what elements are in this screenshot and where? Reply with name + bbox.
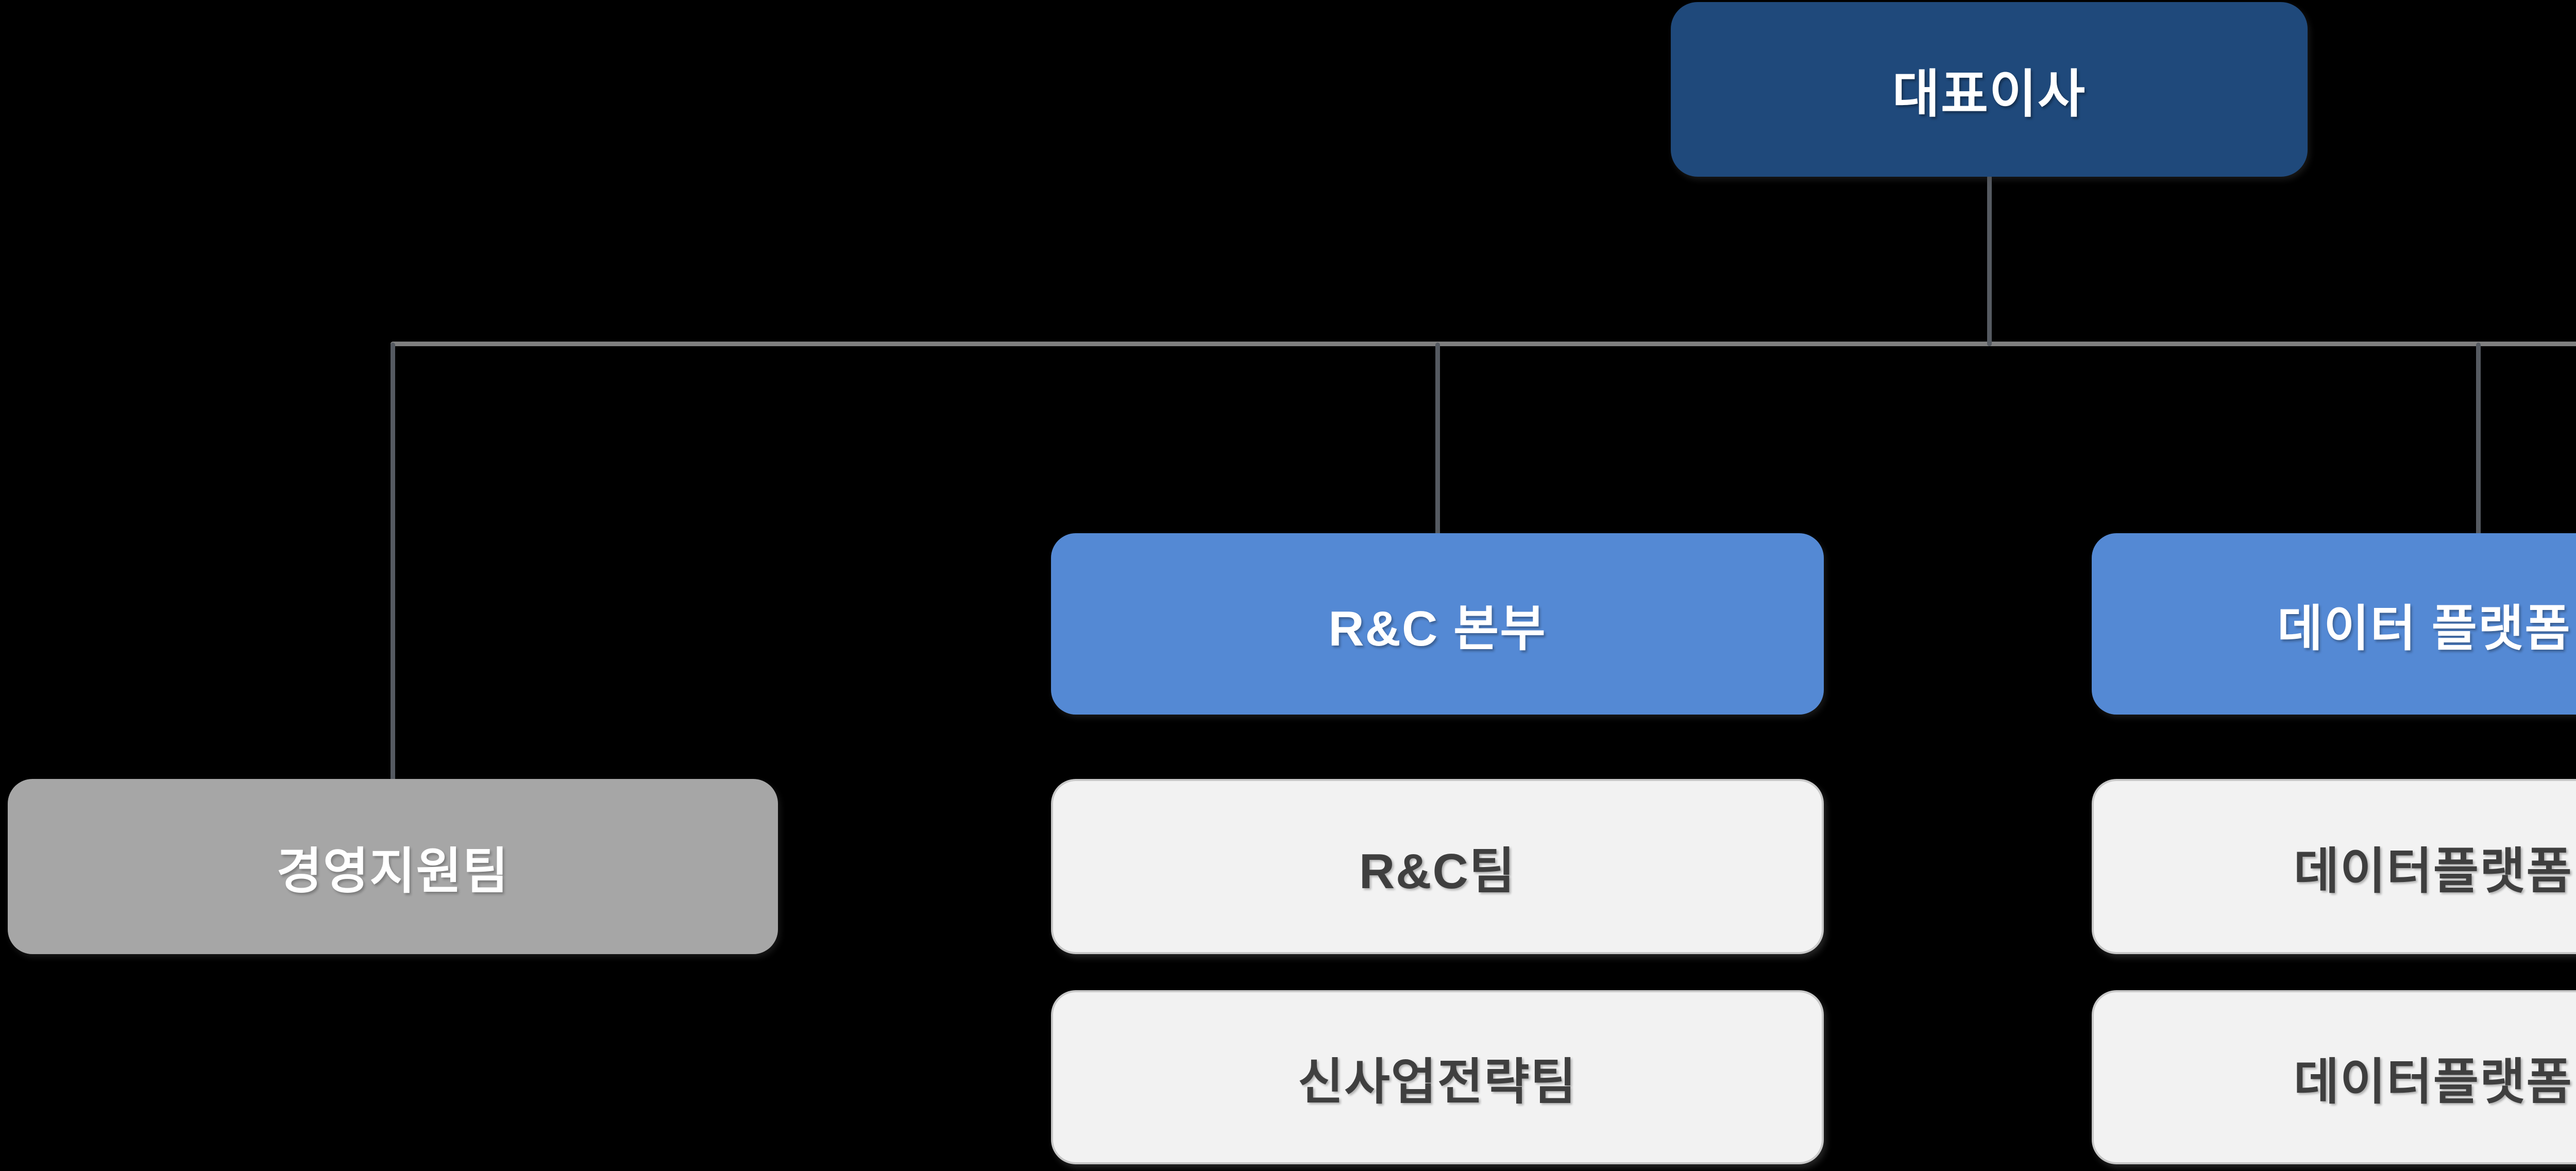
connector-ceo-to-rail [1987, 175, 1992, 346]
org-node-data-platform-division: 데이터 플랫폼 본부 [2092, 533, 2576, 715]
connector-rail-to-data-platform-division [2476, 343, 2481, 536]
org-node-rc-team: R&C팀 [1051, 779, 1824, 954]
connector-rail-to-rc-division [1435, 343, 1440, 536]
connector-horizontal-rail [391, 342, 2576, 346]
connector-rail-to-management-team [391, 343, 395, 782]
org-node-rc-division: R&C 본부 [1051, 533, 1824, 715]
org-node-management-support-team: 경영지원팀 [8, 779, 778, 954]
org-node-new-business-strategy-team: 신사업전략팀 [1051, 990, 1824, 1164]
org-node-data-platform-team-2: 데이터플랫폼 2팀 [2092, 990, 2576, 1164]
org-node-ceo: 대표이사 [1671, 2, 2308, 177]
org-node-data-platform-team-1: 데이터플랫폼 1팀 [2092, 779, 2576, 954]
